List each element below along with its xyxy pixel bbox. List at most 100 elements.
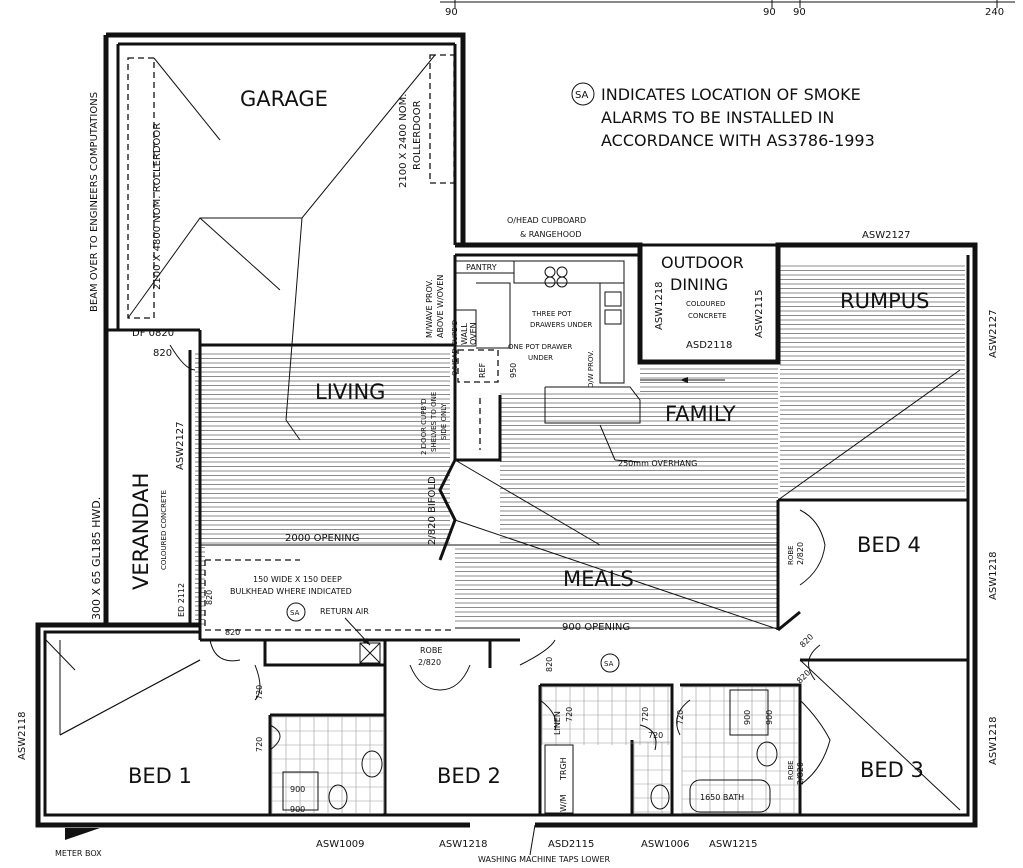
svg-text:900 OPENING: 900 OPENING <box>562 622 630 633</box>
dim-90-b: 90 <box>763 7 776 18</box>
basin-icon <box>361 750 383 778</box>
smoke-note-line-1: INDICATES LOCATION OF SMOKE <box>601 85 861 104</box>
svg-text:ASW1218: ASW1218 <box>654 281 665 330</box>
svg-text:ONE POT DRAWER: ONE POT DRAWER <box>508 343 572 351</box>
svg-text:SA: SA <box>604 660 614 668</box>
svg-text:2/820 BIFOLD: 2/820 BIFOLD <box>427 476 438 545</box>
svg-text:PANTRY: PANTRY <box>466 263 497 272</box>
roof-diagonals <box>45 369 961 811</box>
room-meals: MEALS <box>563 567 634 591</box>
svg-text:ROBE: ROBE <box>787 760 795 780</box>
garage-door-1: 2100 X 4800 NOM. ROLLERDOOR <box>152 123 163 290</box>
meter-box: METER BOX <box>55 828 102 858</box>
room-verandah: VERANDAH <box>129 473 153 590</box>
svg-text:950: 950 <box>509 363 518 378</box>
smoke-note-line-2: ALARMS TO BE INSTALLED IN <box>601 108 834 127</box>
svg-text:820: 820 <box>205 590 214 605</box>
svg-text:SA: SA <box>575 90 589 101</box>
dim-90-a: 90 <box>445 7 458 18</box>
svg-text:2/820: 2/820 <box>796 762 805 785</box>
svg-text:720: 720 <box>648 731 663 740</box>
svg-text:BULKHEAD WHERE INDICATED: BULKHEAD WHERE INDICATED <box>230 587 352 596</box>
svg-text:ASW2127: ASW2127 <box>862 230 911 241</box>
svg-text:ASD2118: ASD2118 <box>686 340 732 351</box>
svg-text:720: 720 <box>255 685 264 700</box>
top-dimension-line: 90 90 90 240 <box>440 0 1015 18</box>
room-names: GARAGE OUTDOOR DINING RUMPUS LIVING FAMI… <box>128 87 929 788</box>
room-bed3: BED 3 <box>860 758 924 782</box>
room-family: FAMILY <box>665 402 736 426</box>
svg-text:COLOURED: COLOURED <box>686 300 725 308</box>
svg-text:720: 720 <box>565 707 574 722</box>
leader-arrows <box>344 377 725 856</box>
internal-walls <box>188 243 968 815</box>
svg-text:DRAWERS UNDER: DRAWERS UNDER <box>530 321 592 329</box>
svg-text:ASW2115: ASW2115 <box>754 289 765 338</box>
svg-text:SHELVES TO ONE: SHELVES TO ONE <box>430 392 438 452</box>
svg-text:TRGH: TRGH <box>559 757 568 781</box>
garage-door-2a: 2100 X 2400 NOM. <box>398 94 409 188</box>
svg-text:O/HEAD CUPBOARD: O/HEAD CUPBOARD <box>507 216 586 225</box>
svg-text:ASW1218: ASW1218 <box>439 839 488 850</box>
svg-text:ASW1218: ASW1218 <box>988 716 999 765</box>
garage-area <box>103 32 466 421</box>
svg-text:ASW1009: ASW1009 <box>316 839 365 850</box>
external-walls <box>35 242 978 828</box>
svg-text:LINEN: LINEN <box>553 711 562 735</box>
svg-text:THREE POT: THREE POT <box>531 310 572 318</box>
svg-text:900: 900 <box>290 785 305 794</box>
svg-text:ASW1215: ASW1215 <box>709 839 758 850</box>
svg-text:2/820: 2/820 <box>418 658 441 667</box>
basin-icon-2 <box>756 741 778 767</box>
dim-240: 240 <box>985 7 1004 18</box>
svg-text:ASW1006: ASW1006 <box>641 839 690 850</box>
toilet-icon-2 <box>650 784 670 810</box>
svg-text:REF: REF <box>478 362 487 378</box>
svg-text:2/820: 2/820 <box>796 542 805 565</box>
svg-text:1650 BATH: 1650 BATH <box>700 793 744 802</box>
svg-text:WASHING MACHINE TAPS LOWER: WASHING MACHINE TAPS LOWER <box>478 855 611 864</box>
svg-text:& RANGEHOOD: & RANGEHOOD <box>520 230 582 239</box>
toilet-icon <box>328 784 348 810</box>
svg-text:ROBE: ROBE <box>787 545 795 565</box>
svg-text:SIDE ONLY: SIDE ONLY <box>440 403 448 440</box>
svg-text:ASW2127: ASW2127 <box>175 421 186 470</box>
svg-text:250mm OVERHANG: 250mm OVERHANG <box>618 459 697 468</box>
svg-text:900: 900 <box>290 805 305 814</box>
svg-text:O/HEAD CUPB'D: O/HEAD CUPB'D <box>451 320 459 376</box>
svg-text:ROBE: ROBE <box>420 646 442 655</box>
room-living: LIVING <box>315 380 385 404</box>
svg-text:720: 720 <box>676 710 685 725</box>
svg-text:ED 2112: ED 2112 <box>177 583 186 617</box>
svg-text:ASW2118: ASW2118 <box>17 711 28 760</box>
meter-box-label: METER BOX <box>55 849 102 858</box>
svg-text:2 DOOR CUPB'D: 2 DOOR CUPB'D <box>420 398 428 455</box>
room-garage: GARAGE <box>240 87 328 111</box>
svg-text:COLOURED CONCRETE: COLOURED CONCRETE <box>160 490 168 570</box>
svg-text:820: 820 <box>798 632 815 649</box>
svg-text:ASW1218: ASW1218 <box>988 551 999 600</box>
svg-text:CONCRETE: CONCRETE <box>688 312 727 320</box>
svg-text:D/W PROV.: D/W PROV. <box>587 351 595 388</box>
svg-text:150 WIDE X 150 DEEP: 150 WIDE X 150 DEEP <box>253 575 342 584</box>
door-swings <box>169 344 831 786</box>
svg-text:UNDER: UNDER <box>528 354 553 362</box>
svg-text:820: 820 <box>545 657 554 672</box>
svg-text:W/M: W/M <box>559 794 568 812</box>
svg-text:RETURN AIR: RETURN AIR <box>320 607 369 616</box>
svg-text:900: 900 <box>743 710 752 725</box>
svg-text:ABOVE W/OVEN: ABOVE W/OVEN <box>436 275 445 338</box>
bulkhead-dashes <box>200 544 778 631</box>
beam-note: BEAM OVER TO ENGINEERS COMPUTATIONS <box>89 92 100 312</box>
room-bed2: BED 2 <box>437 764 501 788</box>
dim-90-c: 90 <box>793 7 806 18</box>
smoke-alarm-note: SA INDICATES LOCATION OF SMOKE ALARMS TO… <box>571 82 875 150</box>
svg-text:300 X 65 GL185 HWD.: 300 X 65 GL185 HWD. <box>90 497 103 620</box>
smoke-alarm-icon-2 <box>600 653 620 673</box>
svg-text:ASD2115: ASD2115 <box>548 839 594 850</box>
svg-text:900: 900 <box>765 710 774 725</box>
fixtures <box>282 689 778 814</box>
smoke-alarm-icon <box>286 602 306 622</box>
garage-door-2b: ROLLERDOOR <box>412 100 423 170</box>
